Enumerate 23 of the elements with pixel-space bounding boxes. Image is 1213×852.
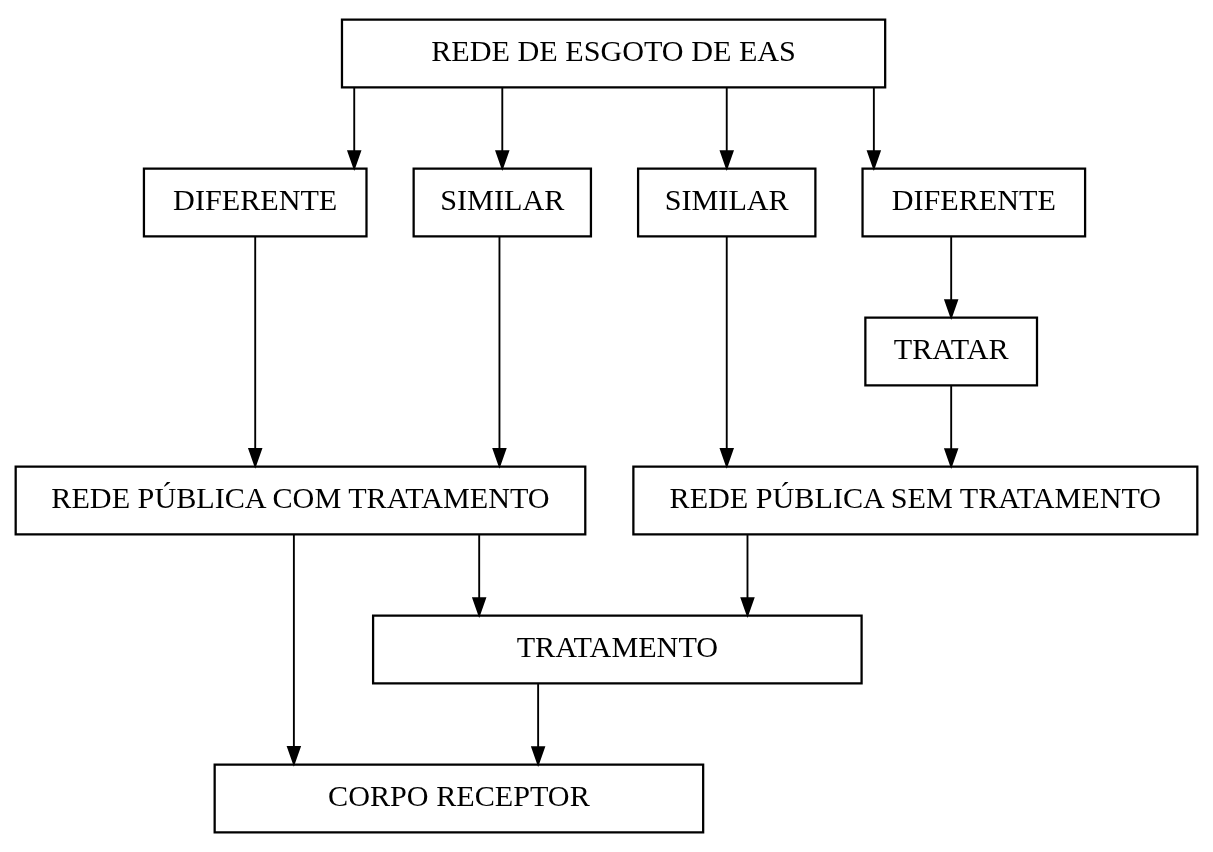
node-box: TRATAR: [864, 316, 1039, 387]
arrow: [286, 533, 302, 767]
arrow: [471, 534, 487, 618]
arrow: [719, 87, 734, 171]
arrow: [740, 534, 755, 618]
arrow: [492, 235, 507, 469]
node-box: TRATAMENTO: [371, 614, 863, 685]
node-box: SIMILAR: [636, 167, 817, 238]
arrow: [346, 87, 362, 171]
node-box: DIFERENTE: [142, 167, 368, 238]
node-box: REDE DE ESGOTO DE EAS: [340, 18, 887, 89]
node-box: REDE PÚBLICA SEM TRATAMENTO: [632, 465, 1199, 536]
node-box: CORPO RECEPTOR: [213, 763, 705, 834]
node-box: REDE PÚBLICA COM TRATAMENTO: [14, 465, 587, 536]
arrow: [247, 235, 263, 469]
arrow: [719, 235, 734, 469]
arrow: [943, 385, 959, 469]
arrow: [866, 87, 882, 171]
node-box: SIMILAR: [412, 167, 593, 238]
node-box: DIFERENTE: [861, 167, 1087, 238]
arrow: [530, 683, 546, 767]
arrow: [495, 87, 510, 171]
arrow: [943, 236, 959, 320]
